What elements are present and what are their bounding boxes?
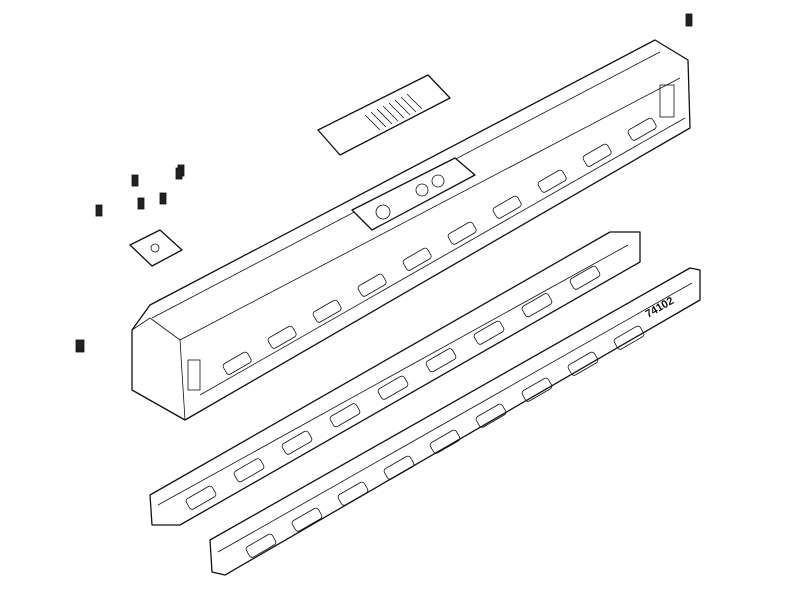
pin (175, 167, 183, 180)
panel-window (567, 351, 599, 376)
panel-window (473, 320, 505, 345)
panel-window (521, 377, 553, 402)
coupler-right-body (685, 13, 693, 27)
window (492, 195, 522, 219)
car-body (131, 39, 691, 421)
window (357, 273, 387, 297)
coupler-right (685, 13, 693, 27)
panel-window (475, 403, 507, 428)
window (627, 117, 657, 141)
circuit-board-hole (150, 243, 160, 253)
vent-slot (370, 111, 387, 128)
panel-window (281, 430, 313, 455)
pin (137, 197, 145, 210)
panel-window (245, 533, 277, 558)
end-door (659, 84, 675, 118)
side-panel-left-inner (157, 244, 629, 506)
coupler-left (75, 339, 85, 353)
pin (95, 204, 103, 217)
window (222, 351, 252, 375)
vent-slot (388, 102, 405, 119)
window (582, 143, 612, 167)
side-panel-right-outline (209, 267, 701, 576)
vent-slots (364, 93, 423, 131)
panel-window (613, 325, 645, 350)
vent-slot (376, 108, 393, 125)
window (447, 221, 477, 245)
window (402, 247, 432, 271)
side-panel-right-windows (245, 325, 645, 558)
roof-vent-panel-outline (317, 74, 451, 156)
coupler-left-body (75, 339, 85, 353)
circuit-board-outline (129, 229, 183, 267)
side-panel-left (149, 231, 641, 526)
panel-window (569, 265, 601, 290)
panel-window (521, 293, 553, 318)
pin (159, 192, 167, 205)
window-row (222, 117, 657, 375)
vent-slot (364, 114, 381, 131)
cab-end (131, 317, 186, 421)
panel-window (291, 507, 323, 532)
window (537, 169, 567, 193)
pin (131, 174, 139, 187)
panel-window (429, 429, 461, 454)
side-panel-left-windows (185, 265, 601, 510)
panel-window (425, 348, 457, 373)
roof-edge-line (179, 77, 681, 341)
side-panel-right-inner (217, 282, 693, 553)
side-panel-left-outline (149, 231, 641, 526)
vent-slot (406, 93, 423, 110)
skirt-line (199, 117, 686, 396)
panel-window (337, 481, 369, 506)
roof-vent-3 (431, 174, 445, 188)
side-panel-right: 74102 (209, 267, 701, 576)
roof-vent-panel (317, 74, 451, 156)
vent-slot (382, 105, 399, 122)
roof-hatch (351, 157, 476, 231)
cab-door (187, 359, 201, 391)
vent-slot (394, 99, 411, 116)
panel-window (185, 485, 217, 510)
panel-window (383, 455, 415, 480)
car-body-outline (131, 39, 691, 421)
roof-vent-1 (375, 204, 391, 220)
panel-window (377, 375, 409, 400)
window (312, 299, 342, 323)
panel-window (233, 458, 265, 483)
vent-slot (400, 96, 417, 113)
circuit-board (129, 229, 183, 267)
roof-vent-2 (415, 183, 429, 197)
window (267, 325, 297, 349)
pins (95, 164, 185, 217)
panel-window (329, 403, 361, 428)
